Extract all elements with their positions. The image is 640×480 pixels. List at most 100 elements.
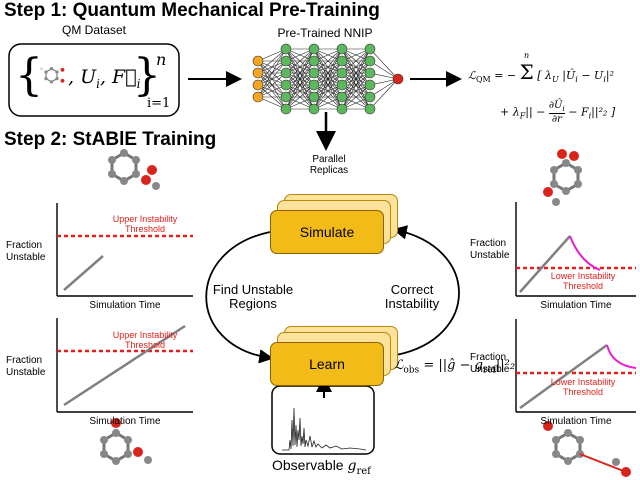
observable-label: Observable gref [272,457,371,477]
nnip-edge [257,48,287,86]
molecule-bottom-right [543,421,631,477]
nnip-hidden-node [336,43,348,55]
nnip-edge [285,72,315,110]
nnip-edge [369,78,399,110]
nnip-hidden-node [336,79,348,91]
nnip-hidden-node [364,43,376,55]
nnip-hidden-node [336,67,348,79]
molecule-top-right [543,149,582,206]
xlabel-bottom-left: Simulation Time [89,416,161,427]
parallel-replicas-label: Parallel Replicas [309,154,349,176]
plot-top-left [56,203,193,297]
nnip-edge [313,48,343,74]
nnip-input-node [252,67,264,79]
nnip-edge [285,48,315,74]
nnip-edge [285,84,315,110]
correct-instability-label: Correct Instability [384,282,440,311]
nnip-hidden-node [308,43,320,55]
ylabel-top-right: Fraction Unstable [470,238,510,261]
nnip-hidden-node [308,103,320,115]
nnip-edge [257,60,287,98]
upper-threshold-top: Upper Instability Threshold [112,214,178,234]
loss-qm-line1: ℒQM = − Σ [ λU |Ûi − Ui|² [468,60,614,85]
plot-bottom-right [515,319,637,413]
cycle-right-arrow [392,225,460,356]
ylabel-top-left: Fraction Unstable [6,240,46,263]
nnip-hidden-node [336,103,348,115]
nnip-nodes [252,43,404,115]
cycle-left-arrow [205,231,274,364]
ylabel-bottom-left: Fraction Unstable [6,355,46,378]
nnip-edge [285,60,315,110]
lower-threshold-top: Lower Instability Threshold [550,271,616,291]
nnip-hidden-node [364,55,376,67]
nnip-edge [257,72,287,98]
nnip-edge [313,48,343,98]
nnip-hidden-node [280,103,292,115]
loss-qm-line2: + λF|| − ∂Ûi∂r − Fi||²₂ ] [500,100,616,125]
nnip-edge [341,48,371,98]
nnip-edge [369,48,399,80]
nnip-hidden-node [364,67,376,79]
nnip-edge [369,78,399,98]
set-brace-close: } [133,50,161,101]
nnip-input-node [252,55,264,67]
nnip-edge [341,60,371,110]
molecule-top-left [108,149,160,190]
nnip-edge [257,48,287,98]
ylabel-bottom-right: Fraction Unstable [470,352,510,375]
nnip-hidden-node [280,55,292,67]
plot-bottom-left [56,318,193,413]
nnip-hidden-node [336,55,348,67]
nnip-hidden-node [280,91,292,103]
step2-title: Step 2: StABlE Training [4,129,217,150]
nnip-hidden-node [280,43,292,55]
xlabel-top-right: Simulation Time [540,300,612,311]
nnip-edge [313,72,343,110]
nnip-hidden-node [364,79,376,91]
nnip-edge [313,84,343,110]
qm-dataset-box [8,43,180,117]
nnip-input-node [252,79,264,91]
learn-box[interactable]: Learn [270,342,384,386]
nnip-edge [285,48,315,98]
qm-set-terms: , Ui, F⃗i [68,66,141,91]
nnip-edge [313,60,343,110]
nnip-hidden-node [308,79,320,91]
nnip-edge [341,84,371,110]
loss-qm-sum-top: n [524,51,530,60]
nnip-edge [369,60,399,80]
upper-threshold-bottom: Upper Instability Threshold [112,330,178,350]
nnip-hidden-node [336,91,348,103]
nnip-output-node [392,73,404,85]
xlabel-bottom-right: Simulation Time [540,416,612,427]
simulate-box[interactable]: Simulate [270,210,384,254]
qm-dataset-label: QM Dataset [61,23,127,37]
nnip-label: Pre-Trained NNIP [277,26,373,40]
nnip-edge [341,48,371,86]
nnip-edge [313,48,343,86]
molecule-bottom-left [100,418,152,465]
nnip-edge [257,48,287,74]
lower-threshold-bottom: Lower Instability Threshold [550,377,616,397]
nnip-edge [341,48,371,74]
loss-obs: ℒobs = ||ĝ − gref||²₂ [394,358,516,376]
step1-title: Step 1: Quantum Mechanical Pre-Training [4,0,380,21]
set-brace-open: { [15,50,43,101]
nnip-hidden-node [280,79,292,91]
rdf-spectrum [282,407,367,451]
nnip-hidden-node [364,103,376,115]
nnip-edges [257,48,399,110]
nnip-hidden-node [308,91,320,103]
find-unstable-label: Find Unstable Regions [212,282,294,311]
set-subscript: i=1 [147,96,171,111]
nnip-hidden-node [280,67,292,79]
plot-top-right [515,202,636,297]
nnip-edge [341,72,371,110]
nnip-hidden-node [308,55,320,67]
xlabel-top-left: Simulation Time [89,300,161,311]
nnip-hidden-node [308,67,320,79]
observable-box [271,385,375,455]
nnip-edge [285,48,315,86]
